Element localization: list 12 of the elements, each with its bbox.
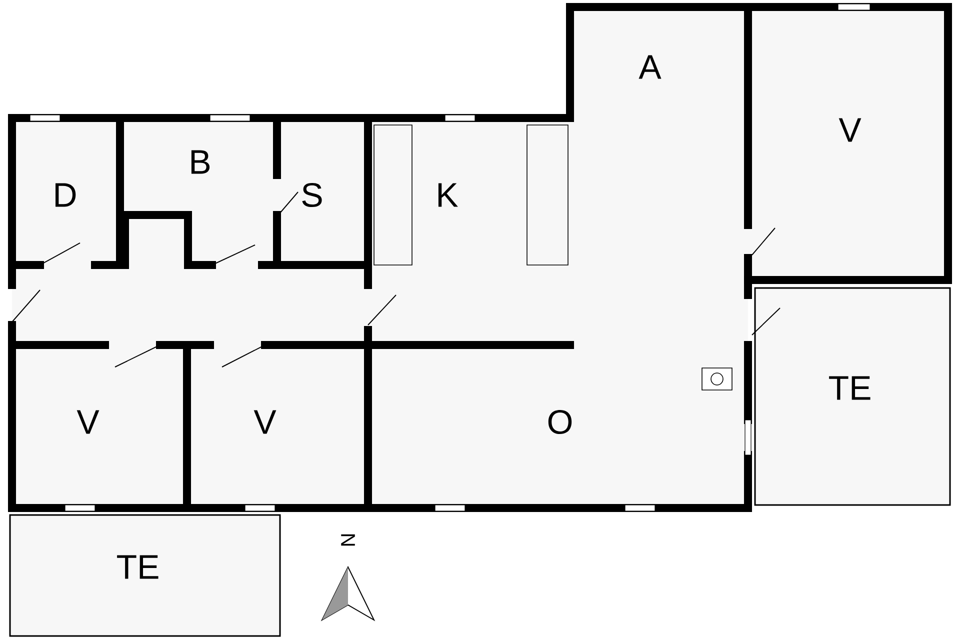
room-label: V <box>76 410 100 434</box>
north-label: N <box>341 534 355 546</box>
room-label: B <box>191 150 210 174</box>
room-label: TE <box>829 376 870 400</box>
room-label: D <box>56 183 76 207</box>
room-label: K <box>438 183 458 207</box>
room-label: A <box>638 55 662 79</box>
room-label: TE <box>117 555 158 579</box>
room-label: S <box>302 182 322 208</box>
room-label: V <box>254 410 276 434</box>
room-label: V <box>838 118 862 142</box>
room-label: O <box>548 410 572 434</box>
